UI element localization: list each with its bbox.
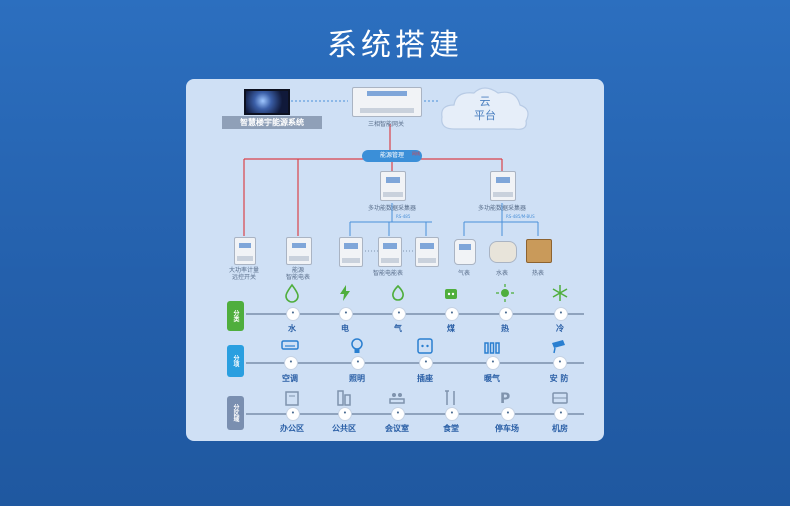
- left-bus-label: RS-485: [396, 214, 411, 219]
- camera-icon: [552, 340, 565, 354]
- node-lighting[interactable]: •: [351, 356, 365, 370]
- tab-region: 分区域: [227, 396, 244, 430]
- tab-category: 分类: [227, 301, 244, 331]
- smart-meter-device: [286, 237, 312, 265]
- label-socket: 插座: [417, 374, 433, 383]
- cloud-label-2: 平台: [474, 109, 496, 122]
- power-meter-2: [378, 237, 402, 267]
- heat-label: 热表: [531, 270, 544, 277]
- label-public: 公共区: [332, 424, 356, 433]
- snowflake-icon: [552, 285, 568, 301]
- socket-icon: [417, 338, 433, 354]
- water-icon: [285, 283, 299, 303]
- node-parking[interactable]: •: [501, 407, 515, 421]
- node-socket[interactable]: •: [419, 356, 433, 370]
- svg-text:P: P: [500, 391, 510, 407]
- collector-right-label: 多功能数据采集器: [477, 205, 526, 212]
- label-electric: 电: [341, 324, 349, 333]
- server-icon: [552, 392, 568, 404]
- cloud-platform-icon: [441, 87, 529, 130]
- node-office[interactable]: •: [286, 407, 300, 421]
- label-water: 水: [288, 324, 296, 333]
- label-server: 机房: [552, 424, 568, 433]
- switch-label: 大功率计量 远控开关: [228, 267, 259, 281]
- node-heat[interactable]: •: [499, 307, 513, 321]
- label-security: 安 防: [549, 374, 569, 383]
- node-gas[interactable]: •: [392, 307, 406, 321]
- gas-label: 气表: [457, 270, 470, 277]
- connection-lines: [243, 100, 539, 252]
- label-office: 办公区: [280, 424, 304, 433]
- node-meeting[interactable]: •: [391, 407, 405, 421]
- label-meeting: 会议室: [385, 424, 409, 433]
- row-line-region: [246, 413, 584, 415]
- parking-icon: P: [500, 391, 510, 407]
- office-icon: [285, 391, 299, 406]
- cloud-label-1: 云: [479, 95, 491, 108]
- label-heat: 热: [501, 324, 509, 333]
- system-name-label: 智慧楼宇能源系统: [222, 116, 322, 129]
- label-canteen: 食堂: [443, 424, 459, 433]
- node-public[interactable]: •: [338, 407, 352, 421]
- gas-meter-device: [454, 239, 476, 265]
- air-conditioner-icon: [281, 340, 299, 350]
- label-coal: 煤: [447, 324, 455, 333]
- node-cold[interactable]: •: [554, 307, 568, 321]
- page-title: 系统搭建: [327, 28, 463, 63]
- monitor-image: [244, 89, 290, 115]
- node-security[interactable]: •: [553, 356, 567, 370]
- water-label: 水表: [495, 270, 508, 277]
- gateway-label: 三相智能网关: [367, 121, 404, 128]
- collector-left-label: 多功能数据采集器: [367, 205, 416, 212]
- smart-power-label: 智能电能表: [372, 270, 403, 277]
- row-line-category: [246, 313, 584, 315]
- lightbulb-icon: [351, 338, 363, 353]
- label-gas: 气: [394, 324, 402, 333]
- meeting-icon: [389, 393, 405, 404]
- label-parking: 停车场: [495, 424, 519, 433]
- node-aircon[interactable]: •: [284, 356, 298, 370]
- label-aircon: 空调: [282, 374, 298, 383]
- node-server[interactable]: •: [554, 407, 568, 421]
- collector-right: [490, 171, 516, 201]
- node-heating[interactable]: •: [486, 356, 500, 370]
- tab-subitem: 分项: [227, 345, 244, 377]
- switch-device: [234, 237, 256, 265]
- canteen-icon: [445, 390, 455, 405]
- heat-icon: [496, 284, 514, 302]
- node-electric[interactable]: •: [339, 307, 353, 321]
- smart-meter-label: 能源 智能电表: [285, 267, 310, 281]
- label-lighting: 照明: [349, 374, 365, 383]
- water-meter-device: [489, 241, 517, 263]
- cable-label: 网线: [412, 151, 420, 156]
- lightning-icon: [340, 285, 350, 301]
- collector-left: [380, 171, 406, 201]
- power-meter-3: [415, 237, 439, 267]
- row-line-subitem: [246, 362, 584, 364]
- node-coal[interactable]: •: [445, 307, 459, 321]
- node-canteen[interactable]: •: [445, 407, 459, 421]
- radiator-icon: [484, 342, 500, 354]
- heat-meter-device: [526, 239, 552, 263]
- label-cold: 冷: [556, 324, 564, 333]
- building-icon: [337, 390, 351, 406]
- power-meter-1: [339, 237, 363, 267]
- gateway-device: [352, 87, 422, 117]
- node-water[interactable]: •: [286, 307, 300, 321]
- gas-icon: [392, 284, 404, 301]
- right-bus-label: RS-485/M-BUS: [506, 214, 535, 219]
- energy-management-badge: 能源管理: [362, 150, 422, 162]
- label-heating: 暖气: [484, 374, 500, 383]
- system-diagram-panel: 智慧楼宇能源系统 三相智能网关 云 平台 能源管理 网线 多功能数据采集器 RS…: [186, 79, 604, 441]
- coal-icon: [445, 289, 457, 299]
